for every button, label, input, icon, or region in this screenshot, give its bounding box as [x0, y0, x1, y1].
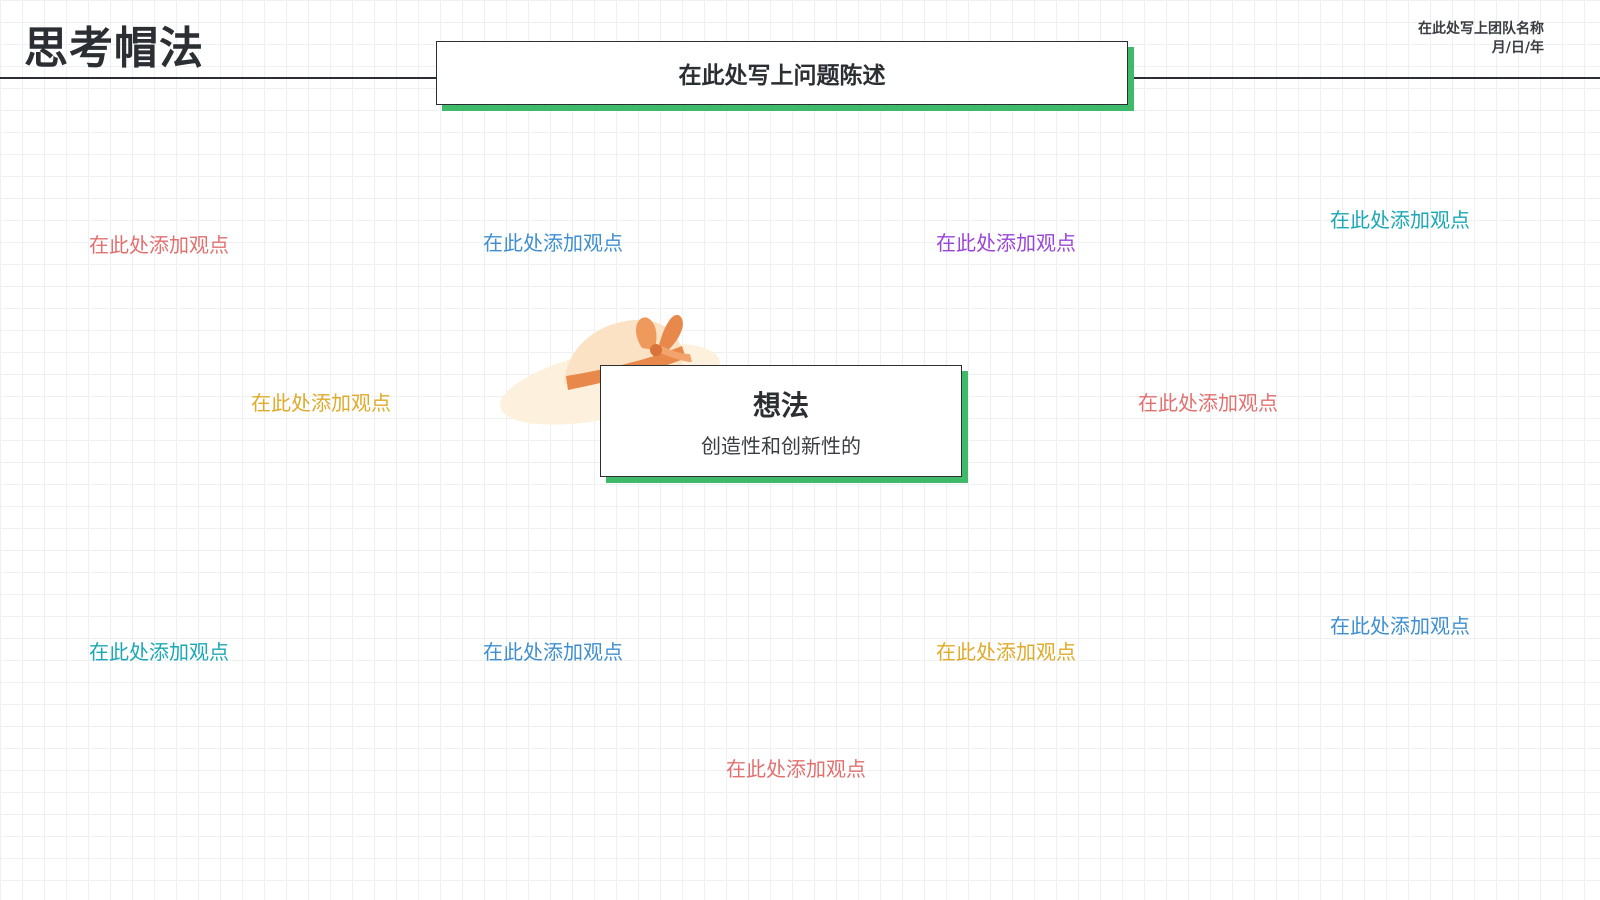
hat-bow-tail-2: [658, 346, 692, 362]
central-idea-card[interactable]: 想法 创造性和创新性的: [600, 365, 962, 477]
idea-note[interactable]: 在此处添加观点: [89, 640, 229, 664]
team-info: 在此处写上团队名称 月/日/年: [1418, 20, 1544, 58]
idea-note[interactable]: 在此处添加观点: [1330, 208, 1470, 232]
page-title: 思考帽法: [24, 23, 204, 74]
problem-statement-text[interactable]: 在此处写上问题陈述: [678, 63, 886, 89]
hat-bow-right: [658, 314, 683, 352]
idea-note[interactable]: 在此处添加观点: [89, 233, 229, 257]
idea-note[interactable]: 在此处添加观点: [251, 391, 391, 415]
idea-note[interactable]: 在此处添加观点: [483, 640, 623, 664]
header-divider-right: [1133, 77, 1600, 79]
hat-bow-left: [635, 317, 657, 350]
problem-statement-card[interactable]: 在此处写上问题陈述: [436, 41, 1128, 105]
idea-note[interactable]: 在此处添加观点: [936, 231, 1076, 255]
team-name[interactable]: 在此处写上团队名称: [1418, 21, 1544, 37]
central-idea-subtitle: 创造性和创新性的: [701, 434, 861, 458]
hat-bow-knot: [650, 344, 662, 356]
idea-note[interactable]: 在此处添加观点: [1138, 391, 1278, 415]
idea-note[interactable]: 在此处添加观点: [726, 757, 866, 781]
central-idea-title: 想法: [752, 389, 809, 422]
idea-note[interactable]: 在此处添加观点: [936, 640, 1076, 664]
idea-note[interactable]: 在此处添加观点: [483, 231, 623, 255]
date-text[interactable]: 月/日/年: [1491, 40, 1544, 56]
header-divider-left: [0, 77, 442, 79]
idea-note[interactable]: 在此处添加观点: [1330, 614, 1470, 638]
